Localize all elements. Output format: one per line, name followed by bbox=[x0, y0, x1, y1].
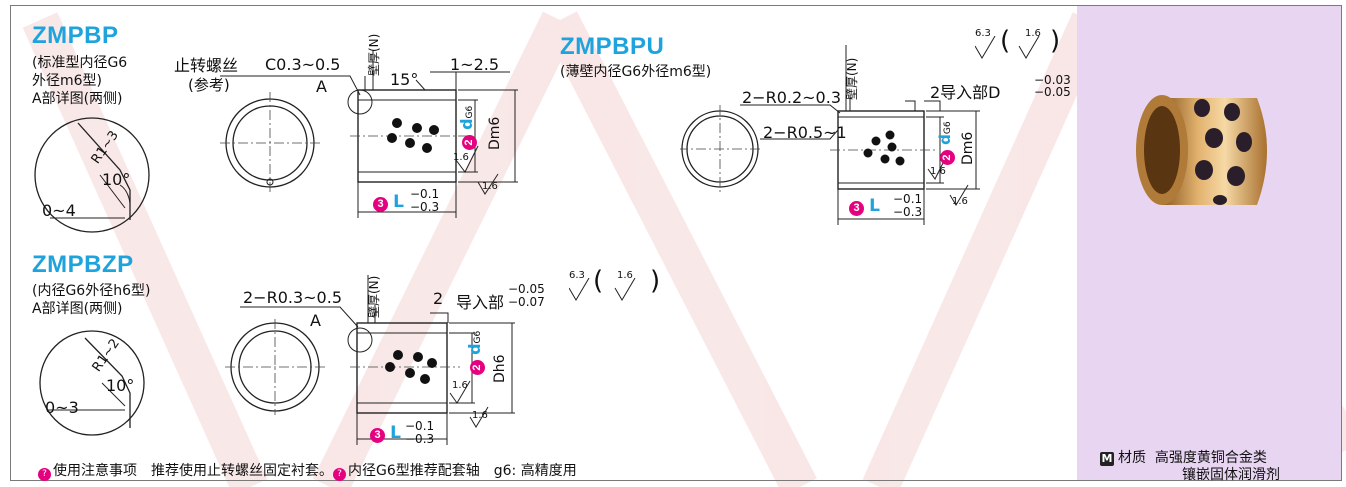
footer-note: ?使用注意事项 推荐使用止转螺丝固定衬套。?内径G6型推荐配套轴 g6: 高精度… bbox=[38, 460, 577, 481]
zmpbzp-rough-top-1: 6.3 bbox=[569, 270, 585, 281]
zmpbzp-length-l: L bbox=[390, 423, 401, 443]
caution-icon: ? bbox=[38, 468, 51, 481]
zmpbzp-guide-num: 2 bbox=[433, 289, 444, 308]
zmpbzp-length-num: 3 bbox=[370, 428, 385, 443]
material-icon: M bbox=[1100, 452, 1114, 466]
zmpbzp-point-a: A bbox=[310, 311, 321, 330]
zmpbp-subtitle-2: 外径m6型) bbox=[32, 73, 103, 89]
footer-text-2: 内径G6型推荐配套轴 g6: 高精度用 bbox=[348, 463, 577, 479]
zmpbzp-rough-top-2: 1.6 bbox=[617, 270, 633, 281]
zmpbpu-inner: 2 dG6 bbox=[935, 121, 955, 165]
zmpbp-outer: Dm6 bbox=[487, 116, 503, 150]
zmpbzp-detail-angle: 10° bbox=[106, 376, 135, 395]
zmpbp-angle: 15° bbox=[390, 70, 419, 89]
zmpbzp-wall: 壁厚(N) bbox=[367, 275, 381, 318]
zmpbp-point-a: A bbox=[316, 77, 327, 96]
zmpbpu-subtitle: (薄壁内径G6外径m6型) bbox=[560, 64, 712, 80]
zmpbpu-title: ZMPBPU bbox=[560, 33, 665, 60]
zmpbp-detail-angle: 10° bbox=[102, 170, 131, 189]
zmpbp-detail-drawing bbox=[34, 117, 150, 233]
zmpbp-chamfer: C0.3~0.5 bbox=[265, 55, 341, 74]
zmpbp-length-l: L bbox=[393, 192, 404, 212]
zmpbpu-rough1: 1.6 bbox=[930, 166, 946, 177]
zmpbp-inner-num: 2 bbox=[462, 135, 477, 150]
zmpbp-ref: (参考) bbox=[188, 76, 230, 94]
material-line-1: M 材质 高强度黄铜合金类 bbox=[1100, 447, 1267, 467]
zmpbp-detail-len: 0~4 bbox=[42, 201, 76, 220]
zmpbpu-outer: Dm6 bbox=[960, 131, 976, 165]
zmpbp-title: ZMPBP bbox=[32, 22, 119, 49]
material-value-1: 高强度黄铜合金类 bbox=[1154, 450, 1267, 466]
zmpbp-inner: 2 dG6 bbox=[457, 106, 477, 150]
zmpbpu-rough-top-2: 1.6 bbox=[1025, 28, 1041, 39]
zmpbzp-len-tol-1: −0.1 bbox=[405, 419, 435, 433]
zmpbpu-inner-num: 2 bbox=[940, 150, 955, 165]
zmpbpu-guide-tol-1: −0.03 bbox=[1034, 73, 1071, 87]
zmpbzp-inner-d: d bbox=[465, 343, 484, 355]
zmpbzp-guide: 导入部 bbox=[456, 293, 505, 312]
zmpbp-subtitle-1: (标准型内径G6 bbox=[32, 55, 128, 71]
zmpbp-drawing bbox=[220, 50, 518, 218]
zmpbpu-rough-paren: ( bbox=[1000, 26, 1011, 56]
zmpbpu-length-num: 3 bbox=[849, 201, 864, 216]
zmpbpu-len-tol-2: −0.3 bbox=[893, 205, 923, 219]
zmpbzp-rough-paren: ( bbox=[593, 266, 604, 296]
zmpbpu-guide-tol-2: −0.05 bbox=[1034, 85, 1071, 99]
zmpbzp-guide-tol-2: −0.07 bbox=[508, 295, 545, 309]
zmpbpu-rough-paren-close: ) bbox=[1050, 26, 1061, 56]
zmpbp-length-num: 3 bbox=[373, 197, 388, 212]
zmpbzp-subtitle: (内径G6外径h6型) bbox=[32, 283, 151, 299]
zmpbzp-length: 3 L bbox=[370, 423, 401, 443]
zmpbzp-rough-symbols bbox=[569, 278, 636, 301]
zmpbzp-rough1: 1.6 bbox=[452, 380, 468, 391]
zmpbpu-drawing bbox=[680, 45, 980, 225]
zmpbp-wall: 壁厚(N) bbox=[367, 33, 381, 76]
zmpbpu-inner-d: d bbox=[936, 134, 954, 145]
zmpbpu-guide: 2导入部D bbox=[930, 83, 1001, 102]
zmpbzp-detail-label: A部详图(两侧) bbox=[32, 301, 123, 317]
bushing-image bbox=[1136, 95, 1267, 205]
zmpbpu-wall: 壁厚(N) bbox=[845, 57, 859, 100]
zmpbp-len-tol-1: −0.1 bbox=[410, 187, 440, 201]
material-value-2: 镶嵌固体润滑剂 bbox=[1182, 467, 1280, 483]
zmpbzp-title: ZMPBZP bbox=[32, 251, 134, 278]
zmpbzp-rough-paren-close: ) bbox=[650, 266, 661, 296]
zmpbp-len-tol-2: −0.3 bbox=[410, 200, 440, 214]
zmpbpu-rough-symbols bbox=[975, 36, 1040, 59]
zmpbzp-r1: 2−R0.3~0.5 bbox=[243, 288, 342, 307]
zmpbpu-rough2: 1.6 bbox=[952, 196, 968, 207]
zmpbpu-len-tol-1: −0.1 bbox=[893, 192, 923, 206]
zmpbzp-rough2: 1.6 bbox=[472, 410, 488, 421]
zmpbzp-detail-drawing bbox=[39, 330, 145, 436]
zmpbp-stop-screw: 止转螺丝 bbox=[174, 56, 239, 75]
zmpbzp-detail-len: 0~3 bbox=[45, 398, 79, 417]
zmpbp-rough2: 1.6 bbox=[482, 181, 498, 192]
zmpbpu-length: 3 L bbox=[849, 196, 880, 216]
zmpbp-inner-tol: G6 bbox=[465, 105, 475, 119]
zmpbpu-r1: 2−R0.2~0.3 bbox=[742, 88, 841, 107]
zmpbzp-inner-num: 2 bbox=[470, 360, 485, 375]
zmpbp-inner-d: d bbox=[457, 118, 476, 130]
zmpbp-rough1: 1.6 bbox=[453, 152, 469, 163]
zmpbzp-guide-tol-1: −0.05 bbox=[508, 282, 545, 296]
zmpbpu-rough-top-1: 6.3 bbox=[975, 28, 991, 39]
zmpbzp-len-tol-2: −0.3 bbox=[405, 432, 435, 446]
zmpbpu-r2: 2−R0.5~1 bbox=[763, 123, 847, 142]
zmpbp-length: 3 L bbox=[373, 192, 404, 212]
sheet-frame bbox=[10, 5, 1342, 481]
zmpbpu-inner-tol: G6 bbox=[943, 121, 953, 135]
zmpbp-dim-1-2-5: 1~2.5 bbox=[450, 55, 500, 74]
footer-text-1: 使用注意事项 推荐使用止转螺丝固定衬套。 bbox=[53, 463, 333, 479]
zmpbzp-inner: 2 dG6 bbox=[465, 331, 485, 375]
zmpbzp-outer: Dh6 bbox=[492, 354, 508, 383]
caution-icon-2: ? bbox=[333, 468, 346, 481]
zmpbpu-length-l: L bbox=[869, 196, 880, 216]
product-panel bbox=[1077, 6, 1341, 480]
material-label: 材质 bbox=[1118, 450, 1146, 466]
zmpbzp-inner-tol: G6 bbox=[473, 330, 483, 344]
zmpbp-detail-label: A部详图(两侧) bbox=[32, 91, 123, 107]
